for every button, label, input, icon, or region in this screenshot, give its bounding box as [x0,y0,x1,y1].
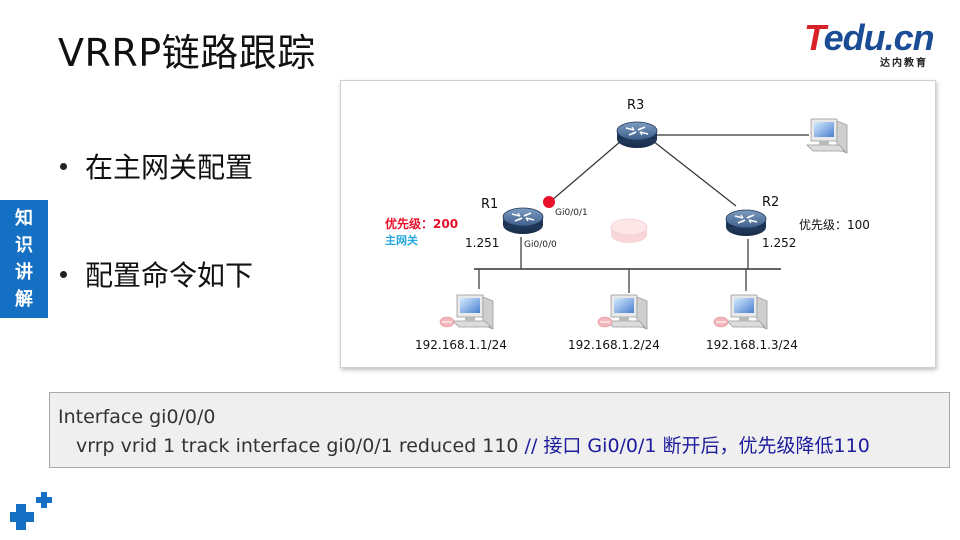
bullet-dot-icon [60,270,67,278]
router-r3-icon [616,121,658,149]
pc2-icon [606,294,648,330]
virtual-router-icon [610,218,648,243]
pc1-ip-label: 192.168.1.1/24 [415,338,507,352]
link-failure-dot [543,196,555,208]
r1-ip-label: 1.251 [465,236,499,250]
config-code-box: Interface gi0/0/0 vrrp vrid 1 track inte… [49,392,950,468]
r2-priority-label: 优先级：100 [799,218,870,232]
tedu-logo: Tedu.cn 达内教育 [804,17,935,70]
bullet-item: 配置命令如下 [60,254,253,294]
r1-label: R1 [481,197,498,212]
plus-brand-icon [10,492,52,530]
bullet-text: 配置命令如下 [85,259,254,292]
server-pc-icon [806,118,848,154]
code-command: vrrp vrid 1 track interface gi0/0/1 redu… [76,435,519,457]
link-r3-r1 [550,140,622,202]
pc2-mouse-icon [597,316,613,328]
side-tab-knowledge: 知 识 讲 解 [0,200,48,318]
code-comment: // 接口 Gi0/0/1 断开后，优先级降低110 [518,435,870,457]
side-tab-char: 解 [15,289,33,310]
r3-label: R3 [627,98,644,113]
pc3-ip-label: 192.168.1.3/24 [706,338,798,352]
slide-title: VRRP链路跟踪 [58,31,316,75]
code-line-2: vrrp vrid 1 track interface gi0/0/1 redu… [58,432,949,461]
r1-if-up-label: Gi0/0/1 [555,208,588,218]
r1-if-down-label: Gi0/0/0 [524,240,557,250]
bullet-text: 在主网关配置 [85,151,254,184]
r1-role-label: 主网关 [385,233,418,247]
bullet-dot-icon [60,162,67,170]
pc3-icon [726,294,768,330]
router-r2-icon [725,209,767,237]
r2-label: R2 [762,195,779,210]
bullet-item: 在主网关配置 [60,146,253,186]
router-r1-icon [502,207,544,235]
side-tab-char: 识 [15,235,33,256]
logo-brand-t: T [804,17,825,58]
pc1-icon [452,294,494,330]
pc1-mouse-icon [439,316,455,328]
side-tab-char: 讲 [15,262,33,283]
link-r3-r2 [652,140,737,207]
logo-brand: Tedu.cn [804,17,935,58]
r2-ip-label: 1.252 [762,236,796,250]
side-tab-char: 知 [15,208,33,229]
logo-subtitle: 达内教育 [880,58,928,69]
pc3-mouse-icon [713,316,729,328]
pc2-ip-label: 192.168.1.2/24 [568,338,660,352]
logo-brand-rest: edu.cn [823,17,935,58]
network-diagram: R3 R1 R2 Gi0/0/1 Gi0/0/0 优先级：200 主网关 1.2… [340,80,936,368]
code-line-1: Interface gi0/0/0 [58,406,216,428]
r1-priority-label: 优先级：200 [385,216,458,231]
